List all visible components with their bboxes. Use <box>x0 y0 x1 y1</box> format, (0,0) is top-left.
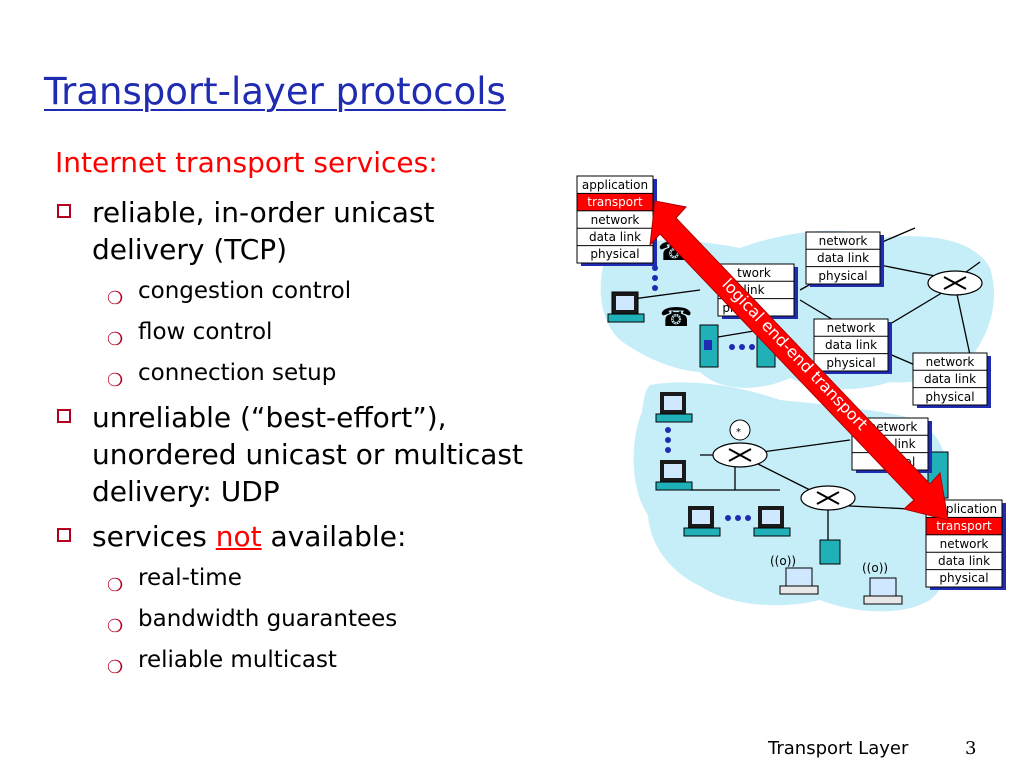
router-stack: network data link physical <box>805 231 884 287</box>
sub-bullet: ❍ flow control <box>55 317 525 350</box>
sub-bullet-marker-icon: ❍ <box>107 575 124 596</box>
sub-bullet-text: real-time <box>138 565 242 591</box>
layer-label: physical <box>818 269 867 283</box>
svg-text:((o)): ((o)) <box>862 561 888 575</box>
computer-icon <box>753 506 791 537</box>
router-icon <box>800 485 856 511</box>
sub-bullet-text: connection setup <box>138 360 337 386</box>
bullet-marker-icon <box>57 409 71 423</box>
highlight-not: not <box>215 520 262 553</box>
ellipsis-dots <box>652 265 755 521</box>
layer-label: network <box>819 234 868 248</box>
server-icon <box>699 324 719 368</box>
router-icon <box>927 270 983 296</box>
layer-label: network <box>940 537 989 551</box>
layer-label: twork <box>737 266 771 280</box>
layer-label-transport: transport <box>936 519 992 533</box>
bullet-text-after: available: <box>261 520 407 553</box>
network-diagram: * ☎ ☎ <box>576 175 1006 612</box>
computer-icon <box>655 460 693 491</box>
section-heading: Internet transport services: <box>55 146 438 179</box>
layer-label: network <box>926 355 975 369</box>
layer-label: network <box>591 213 640 227</box>
layer-label: data link <box>589 230 641 244</box>
laptop-icon: ((o)) <box>770 554 819 595</box>
bullet-udp: unreliable (“best-effort”), unordered un… <box>55 399 525 510</box>
layer-label: data link <box>817 251 869 265</box>
layer-label: network <box>869 420 918 434</box>
sub-bullet: ❍ bandwidth guarantees <box>55 604 525 637</box>
host-stack-top: application transport network data link … <box>576 175 657 266</box>
sub-bullet-marker-icon: ❍ <box>107 329 124 350</box>
router-stack: network data link physical <box>813 318 892 374</box>
layer-label: physical <box>826 356 875 370</box>
svg-text:*: * <box>736 427 741 438</box>
bullet-text: unreliable (“best-effort”), unordered un… <box>92 401 523 508</box>
slide-title: Transport-layer protocols <box>44 70 506 113</box>
sub-bullet: ❍ connection setup <box>55 358 525 391</box>
sub-bullet-text: flow control <box>138 319 273 345</box>
sub-bullet: ❍ reliable multicast <box>55 645 525 678</box>
router-stack: network data link physical <box>912 352 991 408</box>
phone-icon: ☎ <box>660 303 692 333</box>
layer-label: application <box>582 178 648 192</box>
layer-label: application <box>931 502 997 516</box>
layer-label: physical <box>939 571 988 585</box>
bullet-marker-icon <box>57 204 71 218</box>
layer-label: network <box>827 321 876 335</box>
sub-bullet: ❍ real-time <box>55 563 525 596</box>
sub-bullet-marker-icon: ❍ <box>107 657 124 678</box>
bullet-tcp: reliable, in-order unicast delivery (TCP… <box>55 194 525 268</box>
layer-label: data link <box>938 554 990 568</box>
sub-bullet-marker-icon: ❍ <box>107 288 124 309</box>
bullet-marker-icon <box>57 528 71 542</box>
layer-label-transport: transport <box>587 195 643 209</box>
footer-label: Transport Layer <box>768 738 909 759</box>
bullet-list: reliable, in-order unicast delivery (TCP… <box>55 194 525 686</box>
server-icon <box>819 539 841 565</box>
layer-label: physical <box>590 247 639 261</box>
sub-bullet-marker-icon: ❍ <box>107 616 124 637</box>
computer-icon <box>655 392 693 423</box>
page-number: 3 <box>965 738 977 759</box>
sub-bullet-text: congestion control <box>138 278 352 304</box>
layer-label: data link <box>825 338 877 352</box>
layer-label: data link <box>924 372 976 386</box>
router-icon <box>712 442 768 468</box>
bullet-text-before: services <box>92 520 216 553</box>
layer-label: physical <box>925 390 974 404</box>
sub-bullet-text: reliable multicast <box>138 647 337 673</box>
sub-bullet-text: bandwidth guarantees <box>138 606 398 632</box>
bullet-not-available: services not available: <box>55 518 525 555</box>
computer-icon <box>683 506 721 537</box>
laptop-icon: ((o)) <box>862 561 903 605</box>
sub-bullet-marker-icon: ❍ <box>107 370 124 391</box>
sub-bullet: ❍ congestion control <box>55 276 525 309</box>
svg-text:((o)): ((o)) <box>770 554 796 568</box>
antenna-icon: * <box>729 419 751 441</box>
bullet-text: reliable, in-order unicast delivery (TCP… <box>92 196 435 266</box>
computer-icon <box>607 291 645 323</box>
